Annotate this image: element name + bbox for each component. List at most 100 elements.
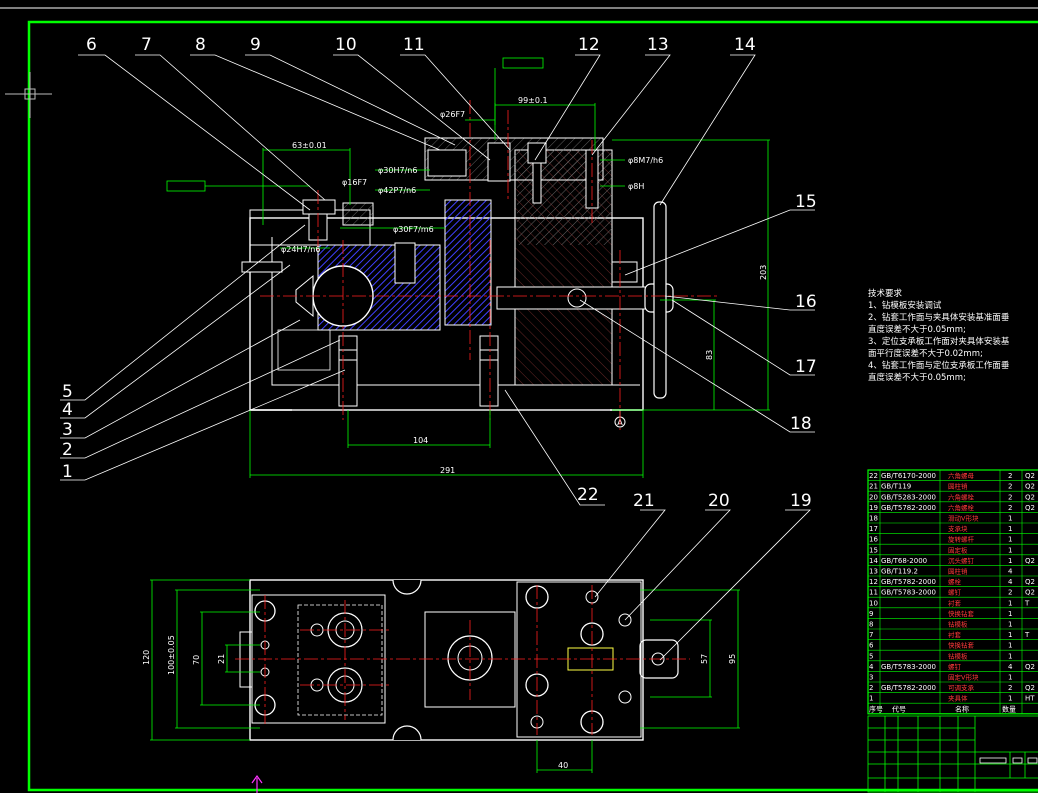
dim-291: 291 <box>440 466 455 475</box>
dim-99: 99±0.1 <box>518 96 548 105</box>
balloon-12: 12 <box>578 35 600 55</box>
balloon-11: 11 <box>403 35 425 55</box>
dim-phi8m7: φ8M7/h6 <box>628 156 663 165</box>
parts-row-code: GB/T5782-2000 <box>881 578 936 586</box>
parts-header-name: 名称 <box>955 704 969 713</box>
parts-row-name: 螺栓 <box>948 577 962 586</box>
parts-row-no: 1 <box>869 695 873 703</box>
dim-21: 21 <box>217 654 226 664</box>
balloon-4: 4 <box>62 400 73 420</box>
technical-notes: 技术要求 1、钻模板安装调试 2、钻套工作面与夹具体安装基准面垂 直度误差不大于… <box>868 288 1010 383</box>
parts-row-name: 圆柱销 <box>948 567 968 576</box>
parts-row-qty: 1 <box>1008 674 1012 682</box>
balloon-15: 15 <box>795 192 817 212</box>
parts-row-code: GB/T5783-2000 <box>881 663 936 671</box>
parts-row-mat: Q2 <box>1025 504 1035 512</box>
dim-203: 203 <box>759 265 768 280</box>
parts-row-qty: 4 <box>1008 663 1013 671</box>
parts-row-name: 快换钻套 <box>948 641 975 650</box>
notes-line-4: 3、定位支承板工作面对夹具体安装基 <box>868 336 1010 347</box>
balloon-8: 8 <box>195 35 206 55</box>
parts-row-name: 快换钻套 <box>948 609 975 618</box>
balloon-labels: 6 7 8 9 10 11 12 13 14 15 16 17 18 5 4 3… <box>62 35 817 511</box>
parts-row-qty: 4 <box>1008 578 1013 586</box>
parts-row-mat: Q2 <box>1025 483 1035 491</box>
parts-row-no: 22 <box>869 472 878 480</box>
parts-row-no: 11 <box>869 589 878 597</box>
parts-row-name: 螺钉 <box>948 662 962 671</box>
parts-row-no: 3 <box>869 674 873 682</box>
parts-row-name: 钻模板 <box>948 620 968 629</box>
balloon-3: 3 <box>62 420 73 440</box>
parts-row-no: 10 <box>869 599 878 607</box>
front-view: A <box>241 137 674 428</box>
balloon-9: 9 <box>250 35 261 55</box>
dim-95: 95 <box>728 654 737 664</box>
parts-row-no: 9 <box>869 610 873 618</box>
parts-row-name: 六角螺母 <box>948 471 975 480</box>
parts-row-qty: 1 <box>1008 652 1012 660</box>
parts-row-no: 5 <box>869 652 873 660</box>
notes-line-5: 面平行度误差不大于0.02mm; <box>868 348 983 359</box>
notes-line-1: 1、钻模板安装调试 <box>868 300 942 311</box>
parts-row-qty: 2 <box>1008 472 1012 480</box>
dim-phi30h7: φ30H7/n6 <box>378 166 417 175</box>
dim-57: 57 <box>700 654 709 664</box>
dim-120: 120 <box>142 650 151 665</box>
title-block-marks <box>979 757 1038 764</box>
balloon-5: 5 <box>62 382 73 402</box>
parts-row-no: 18 <box>869 515 878 523</box>
parts-row-qty: 2 <box>1008 504 1012 512</box>
parts-row-code: GB/T5782-2000 <box>881 684 936 692</box>
balloon-22: 22 <box>577 485 599 505</box>
balloon-6: 6 <box>86 35 97 55</box>
parts-row-qty: 1 <box>1008 642 1012 650</box>
dim-104: 104 <box>413 436 428 445</box>
parts-row-name: 旋转螺杆 <box>948 535 975 544</box>
parts-row-name: 螺钉 <box>948 588 962 597</box>
parts-row-no: 16 <box>869 536 878 544</box>
top-view <box>239 579 679 741</box>
balloon-18: 18 <box>790 414 812 434</box>
parts-row-no: 12 <box>869 578 878 586</box>
parts-row-no: 2 <box>869 684 873 692</box>
parts-row-name: 钻模板 <box>948 651 968 660</box>
parts-row-mat: Q2 <box>1025 472 1035 480</box>
parts-row-no: 13 <box>869 568 878 576</box>
parts-row-qty: 1 <box>1008 599 1012 607</box>
parts-row-mat: Q2 <box>1025 578 1035 586</box>
parts-header-no: 序号 <box>869 704 883 713</box>
parts-row-no: 8 <box>869 621 873 629</box>
parts-row-no: 4 <box>869 663 874 671</box>
parts-row-qty: 1 <box>1008 631 1012 639</box>
parts-row-name: 滑动V形块 <box>948 514 979 523</box>
parts-row-qty: 1 <box>1008 621 1012 629</box>
balloon-20: 20 <box>708 491 730 511</box>
parts-row-mat: Q2 <box>1025 684 1035 692</box>
balloon-16: 16 <box>795 292 817 312</box>
top-dimension-labels: 120 100±0.05 70 21 57 95 40 <box>142 635 737 770</box>
balloon-7: 7 <box>141 35 152 55</box>
parts-row-code: GB/T119 <box>881 483 911 491</box>
parts-row-name: 可调支承 <box>948 683 975 692</box>
notes-title: 技术要求 <box>868 288 903 299</box>
parts-row-qty: 1 <box>1008 525 1012 533</box>
dim-phi16: φ16F7 <box>342 178 367 187</box>
parts-row-code: GB/T6170-2000 <box>881 472 936 480</box>
top-center-lines <box>235 585 690 735</box>
parts-row-qty: 2 <box>1008 589 1012 597</box>
top-dimensions <box>150 579 740 773</box>
parts-row-qty: 1 <box>1008 695 1012 703</box>
parts-row-name: 衬套 <box>948 598 962 607</box>
parts-header-qty: 数量 <box>1002 704 1016 713</box>
parts-row-code: GB/T5283-2000 <box>881 493 936 501</box>
dim-63: 63±0.01 <box>292 141 327 150</box>
parts-row-name: 固定板 <box>948 545 968 554</box>
dim-phi24: φ24H7/n6 <box>281 245 320 254</box>
parts-row-code: GB/T119.2 <box>881 568 918 576</box>
dim-100: 100±0.05 <box>167 635 176 675</box>
parts-row-code: GB/T68-2000 <box>881 557 927 565</box>
parts-row-qty: 2 <box>1008 493 1012 501</box>
parts-row-name: 支承块 <box>948 524 968 533</box>
